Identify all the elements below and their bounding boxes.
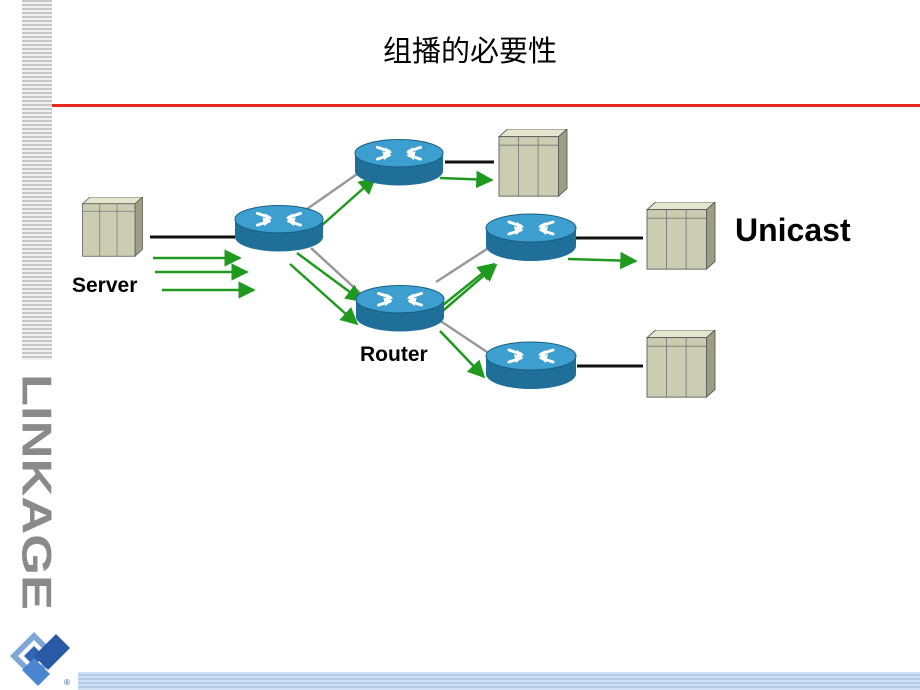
router-label: Router [360,343,428,366]
router-1-icon [233,204,325,254]
link-router3-router-top [435,245,491,284]
flow-arrow-11 [567,251,638,270]
flow-arrows [153,170,638,379]
router-5-icon [484,340,578,391]
flow-arrow-5 [439,170,494,189]
bottom-decorative-bar [78,672,920,690]
flow-arrow-9 [437,263,498,316]
router-3-icon [354,284,446,334]
brand-wordmark: LINKAGE [16,374,58,610]
flow-arrow-4 [320,176,377,227]
svg-text:®: ® [64,678,70,687]
link-router1-router2 [306,170,361,211]
title-rule [52,104,920,107]
router-2-icon [353,138,445,188]
link-router3-router-bottom [435,316,491,356]
slide-title: 组播的必要性 [382,34,557,68]
host-unicast-icon [646,202,716,270]
flow-arrow-7 [289,263,359,326]
flow-arrow-6 [296,251,364,303]
unicast-label: Unicast [735,212,851,248]
svg-text:LINKAGE: LINKAGE [16,374,58,610]
company-logo-icon: ® [10,632,70,687]
network-links [150,160,643,368]
left-decorative-stripe [22,0,52,360]
server-host-icon [82,197,143,257]
router-4-icon [484,212,578,263]
flow-arrow-8 [442,262,496,306]
host-bottom-icon [646,330,716,398]
flow-arrow-10 [439,330,486,379]
server-label: Server [72,274,138,297]
host-top-icon [498,129,568,197]
link-router1-router3 [310,247,361,294]
